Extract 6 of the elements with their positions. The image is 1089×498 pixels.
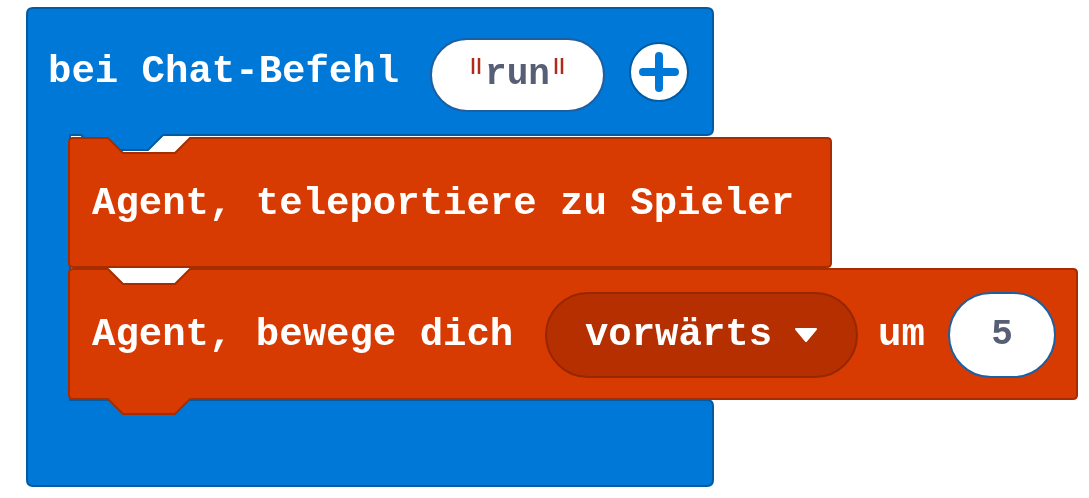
block-label: Agent, teleportiere zu Spieler xyxy=(92,181,795,228)
text-input-pill: run xyxy=(430,38,605,112)
block-label: Agent, bewege dich xyxy=(92,312,514,359)
block-label: um xyxy=(878,312,925,359)
block-label: bei Chat-Befehl xyxy=(48,49,400,96)
dropdown-field: vorwärts xyxy=(545,292,858,378)
